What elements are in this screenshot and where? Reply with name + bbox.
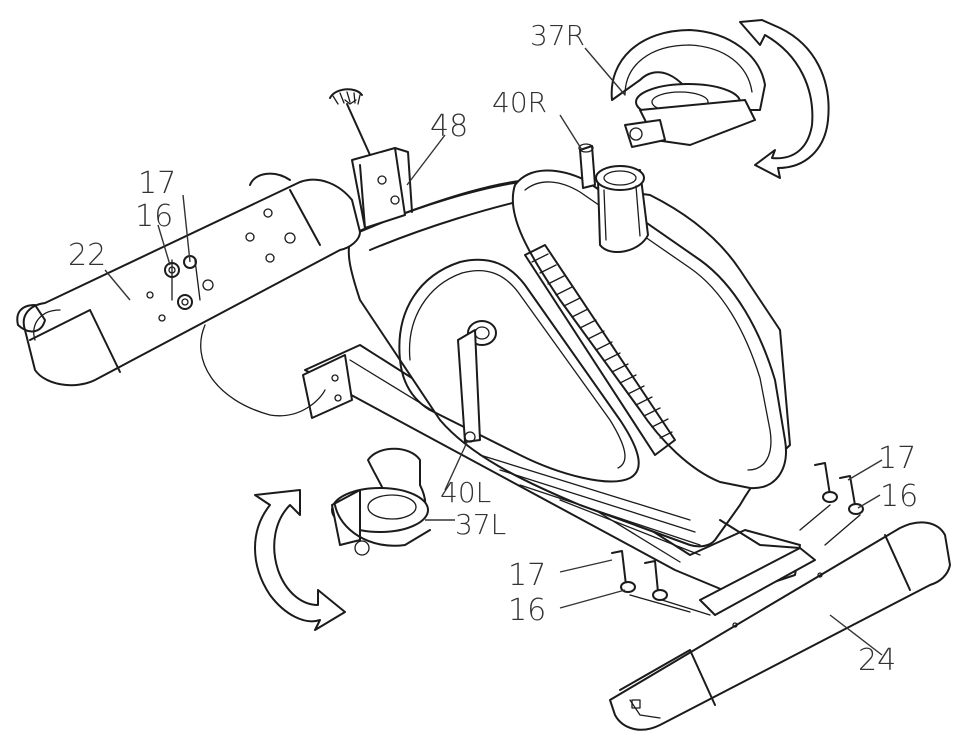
curved-rotation-arrow-icon [254,489,346,631]
label-37r: 37R [530,19,585,52]
part-labels: 37R 40R 48 17 16 22 40L 37L 17 16 17 16 … [68,19,918,678]
bolt-40r [578,143,596,189]
leader-lines [104,47,883,656]
stabilizer-24 [609,521,951,731]
label-16-right-upper: 16 [880,479,918,514]
label-17-right-upper: 17 [878,441,916,476]
label-17-lower: 17 [508,558,546,593]
label-40r: 40R [492,86,547,119]
pedal-37r [610,29,766,148]
bracket-48 [351,147,413,229]
label-24: 24 [858,643,896,678]
label-37l: 37L [455,508,506,541]
pedal-37l [331,447,431,556]
label-16-lower: 16 [508,593,546,628]
label-48: 48 [430,109,468,144]
stabilizer-22 [16,172,361,417]
bolts-right-upper [799,462,864,546]
crank-arm-left [457,320,497,443]
main-body [302,88,801,596]
label-40l: 40L [440,476,491,509]
label-16-left: 16 [135,199,173,234]
label-22: 22 [68,238,106,273]
vent-grille [524,244,676,456]
curved-rotation-arrow-icon [739,19,830,179]
bolts-right-lower [611,550,711,616]
handle-post [595,165,649,253]
knob [329,88,371,156]
label-17-left: 17 [138,166,176,201]
